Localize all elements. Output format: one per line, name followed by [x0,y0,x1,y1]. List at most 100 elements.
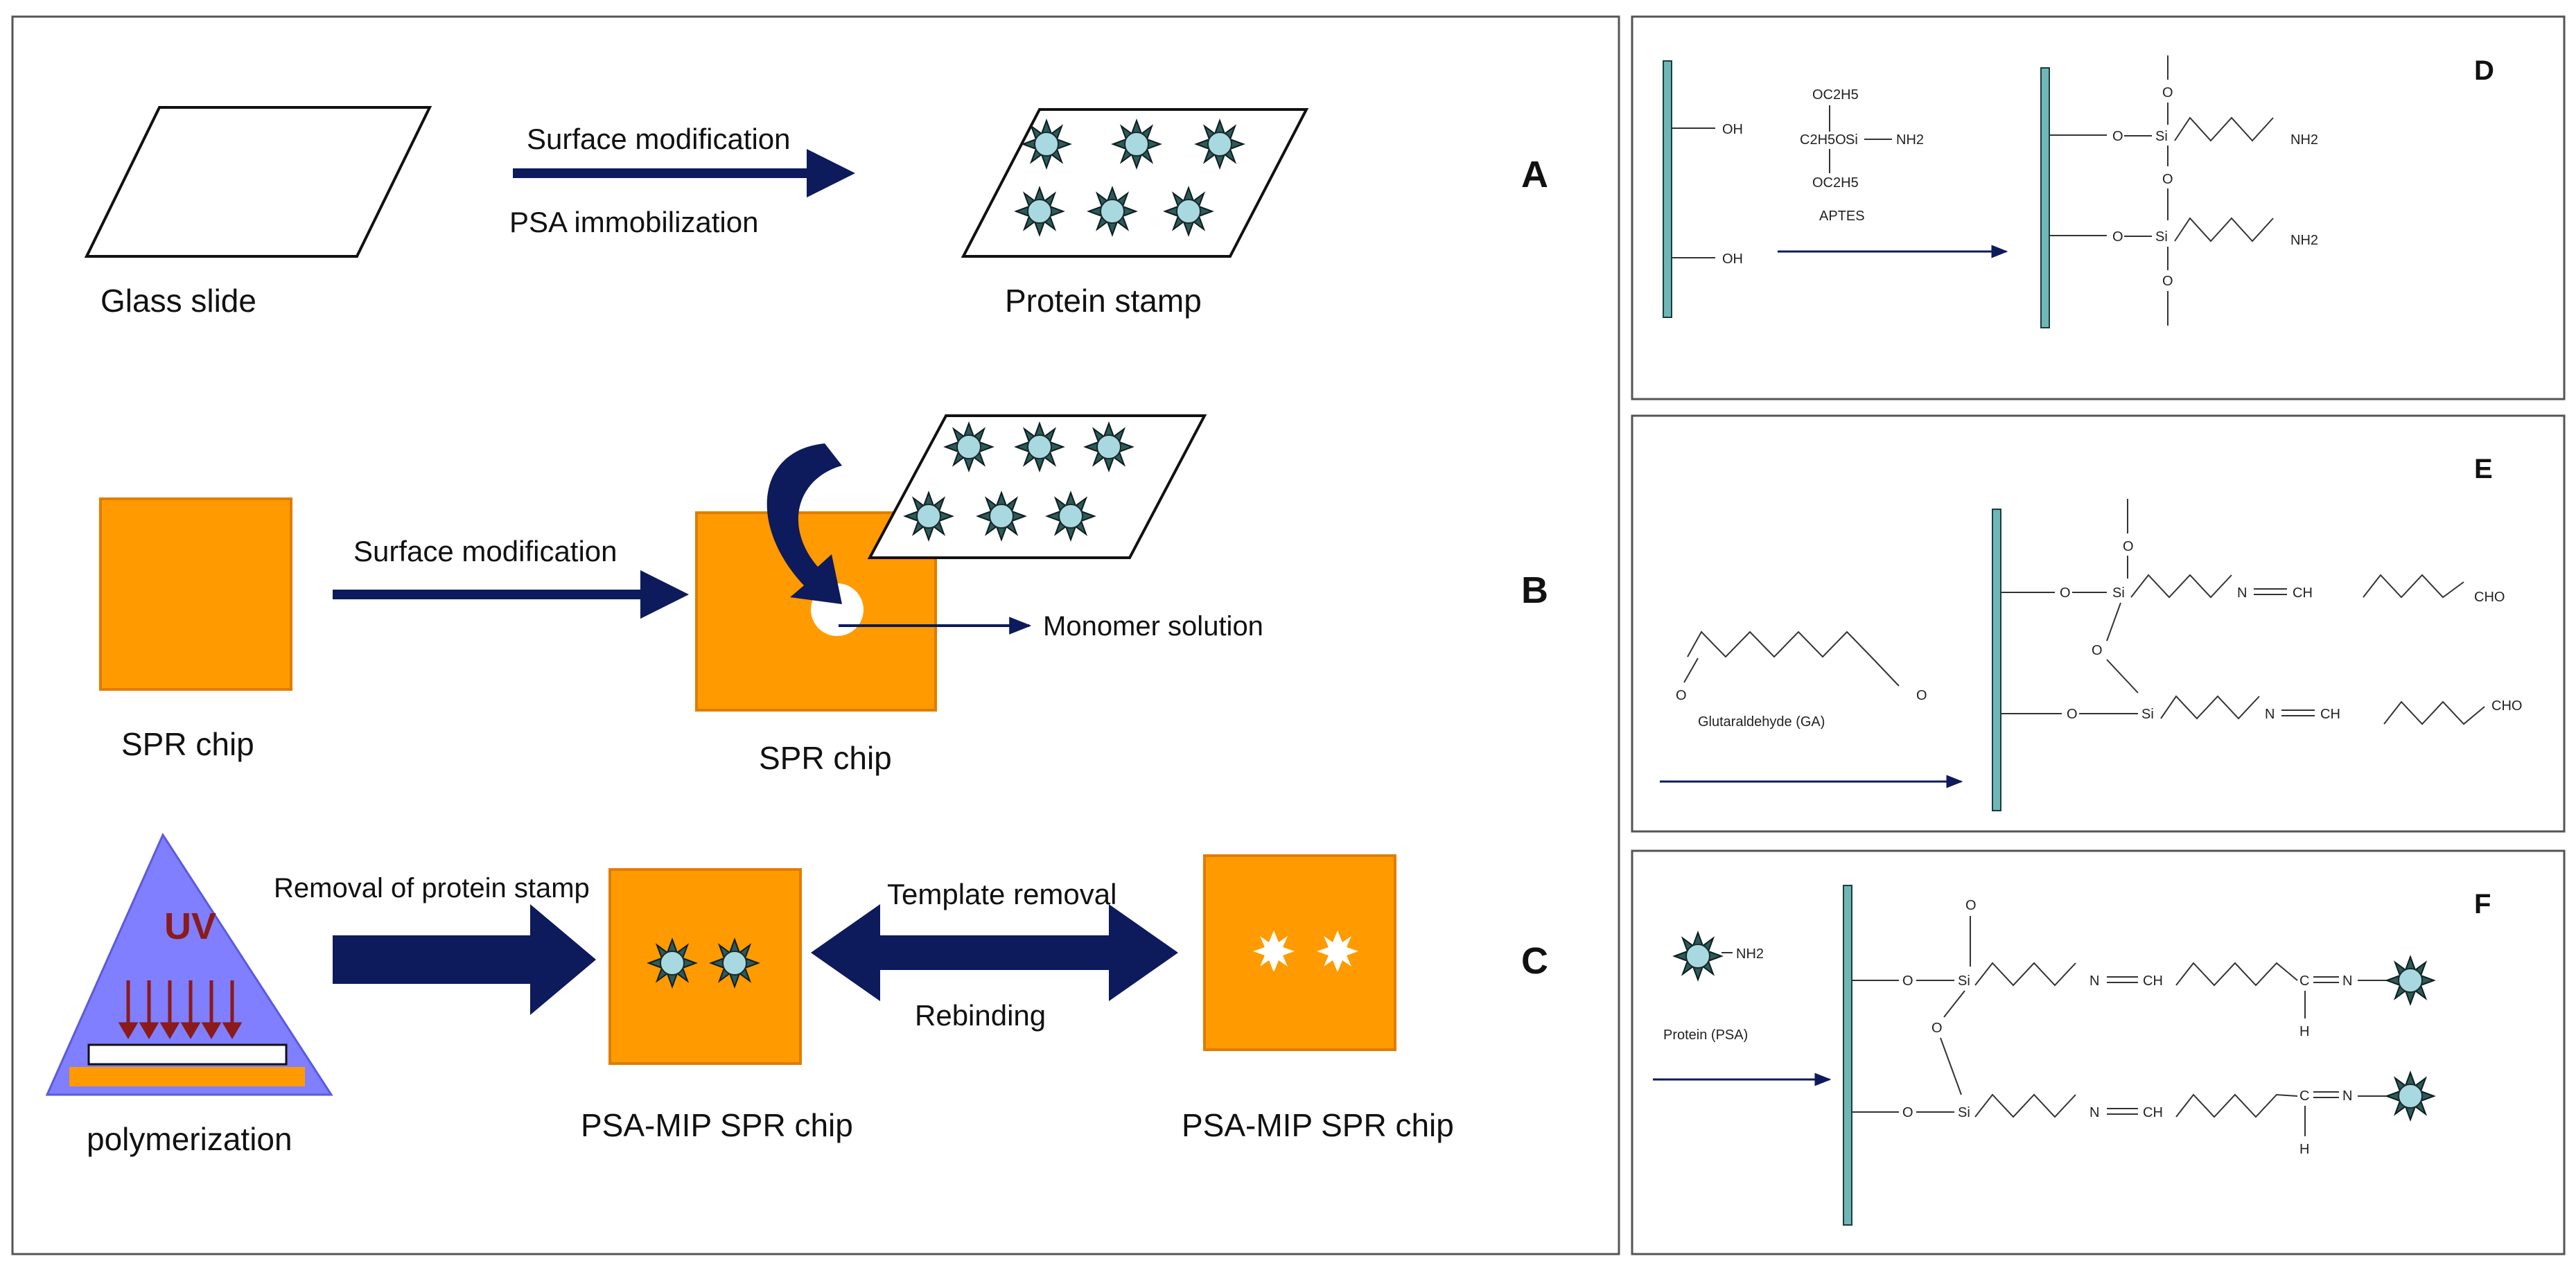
nitrogen-label: N [2089,1105,2099,1120]
aldehyde-label: CHO [2491,698,2522,714]
glass-support [2040,67,2050,328]
glass-slide [84,106,432,258]
panel-c: UV polymerization Removal of protein sta… [45,832,1548,1157]
silicon-label: Si [1846,132,1858,148]
oxygen-label: O [1931,1021,1943,1036]
oxygen-label: O [2112,229,2123,245]
methine-label: CH [2293,585,2313,601]
amine-label: NH2 [2290,233,2318,248]
spr-chip-label-2: SPR chip [759,740,892,776]
protein-icon [2386,1072,2435,1120]
panel-e: O O Glutaraldehyde (GA) O O Si N CH CHO … [1631,414,2566,833]
panel-letter-a: A [1521,154,1548,195]
hydroxyl-label: OH [1722,252,1743,267]
oxygen-label: O [1965,898,1977,913]
oxygen-label: O [2162,274,2173,289]
panel-d: OH OH OC2H5 C2H5O Si NH2 OC2H5 APTES O O… [1631,15,2566,400]
spr-chip-under-uv [69,1067,305,1086]
oxygen-label: O [2092,643,2103,658]
step-label: Surface modification [353,535,617,567]
amine-label: NH2 [1736,946,1764,962]
panel-letter-c: C [1521,940,1548,982]
nitrogen-label: N [2237,585,2247,601]
aldehyde-oxygen: O [1676,688,1687,703]
template-double-arrow [811,904,1178,1001]
panel-e-frame [1631,414,2566,833]
glass-slide-label: Glass slide [100,283,256,319]
psa-mip-chip-empty [1203,854,1396,1051]
reagent-label: Protein (PSA) [1663,1028,1748,1043]
methine-label: CH [2320,707,2340,722]
ethoxy-label: OC2H5 [1812,87,1859,103]
carbon-label: C [2299,1088,2309,1104]
step-label-top: Surface modification [527,123,791,155]
panel-b: SPR chip Surface modification Monomer so… [99,414,1548,776]
glass-support [1843,885,1852,1226]
reagent-label: APTES [1819,209,1865,224]
hydroxyl-label: OH [1722,122,1743,137]
panel-f: NH2 Protein (PSA) O O Si N CH C N H O O … [1631,849,2566,1255]
silicon-label: Si [1958,1105,1970,1120]
hydrogen-label: H [2299,1142,2309,1157]
oxygen-label: O [2162,85,2173,100]
oxygen-label: O [1902,1105,1913,1120]
monomer-solution-label: Monomer solution [1043,611,1263,642]
panel-letter-d: D [2474,55,2494,86]
oxygen-label: O [2060,585,2071,601]
step-label-bottom: PSA immobilization [509,206,758,238]
rebinding-label: Rebinding [915,999,1046,1032]
left-panel-frame [11,15,1620,1255]
template-removal-label: Template removal [887,878,1116,910]
chip-label-1: PSA-MIP SPR chip [581,1107,853,1143]
polymerization-label: polymerization [87,1121,292,1157]
panel-letter-f: F [2474,889,2491,919]
oxygen-label: O [2112,129,2123,144]
spr-chip [99,497,292,691]
ethoxy-label: C2H5O [1800,132,1846,148]
removal-label: Removal of protein stamp [274,873,590,903]
uv-label: UV [164,906,216,947]
oxygen-label: O [2123,539,2134,554]
amine-label: NH2 [1896,132,1924,148]
glass-slide-under-uv [87,1043,288,1066]
protein-icon [2386,956,2435,1005]
uv-rays [118,980,243,1039]
glass-support [1663,60,1672,318]
removal-arrow [333,904,596,1015]
silicon-label: Si [2155,229,2168,245]
uv-lamp-triangle [45,832,333,1096]
hydrogen-label: H [2299,1024,2309,1039]
chip-label-2: PSA-MIP SPR chip [1182,1107,1454,1143]
amine-label: NH2 [2290,132,2318,148]
oxygen-label: O [2067,707,2078,722]
panel-a: Glass slide Surface modification PSA imm… [84,106,1548,319]
glass-support [1992,509,2001,811]
spr-chip-label: SPR chip [121,726,254,762]
psa-mip-chip-with-protein [608,868,802,1065]
protein-stamp-label: Protein stamp [1005,283,1202,319]
silicon-label: Si [2155,129,2168,144]
nitrogen-label: N [2342,973,2352,989]
flip-arrow [766,443,842,604]
oxygen-label: O [2162,172,2173,187]
panel-d-frame [1631,15,2566,400]
silicon-label: Si [2112,585,2125,601]
silicon-label: Si [1958,973,1970,989]
panel-f-frame [1631,849,2566,1255]
protein-icon [1674,932,1722,980]
nitrogen-label: N [2342,1088,2352,1104]
aldehyde-oxygen: O [1916,688,1927,703]
reagent-label: Glutaraldehyde (GA) [1698,714,1825,730]
methine-label: CH [2143,973,2163,989]
panel-letter-e: E [2474,454,2493,484]
ethoxy-label: OC2H5 [1812,175,1859,191]
oxygen-label: O [1902,973,1913,989]
panel-letter-b: B [1521,570,1548,611]
nitrogen-label: N [2265,707,2275,722]
nitrogen-label: N [2089,973,2099,989]
silicon-label: Si [2141,707,2154,722]
aldehyde-label: CHO [2474,590,2505,605]
carbon-label: C [2299,973,2309,989]
methine-label: CH [2143,1105,2163,1120]
